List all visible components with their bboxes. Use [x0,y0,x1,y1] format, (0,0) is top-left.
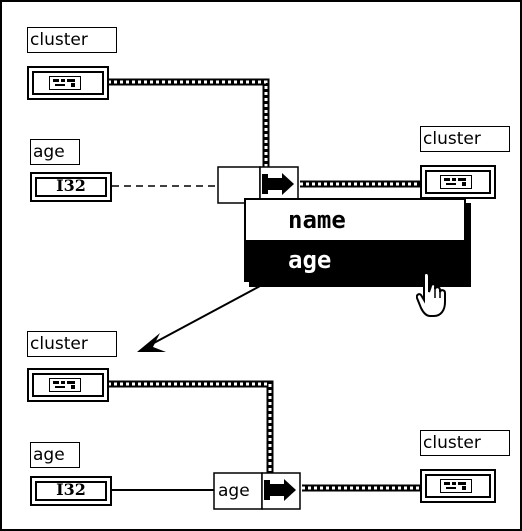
cluster-terminal-icon [440,479,472,493]
i32-type-label: I32 [56,176,86,195]
cluster-output-label-bottom: cluster [420,430,510,456]
age-control-bottom[interactable]: I32 [30,476,112,506]
cluster-terminal-icon [49,378,81,392]
hand-pointer-icon [416,272,446,317]
cluster-output-label-top: cluster [420,126,510,152]
cluster-control-top[interactable] [27,66,109,100]
transition-arrow-icon [137,284,263,352]
cluster-wire-bottom-in[interactable] [108,380,274,478]
cluster-input-label-top: cluster [27,27,117,53]
age-input-label-bottom: age [30,442,80,468]
age-control-top[interactable]: I32 [30,172,112,202]
element-name-popup-menu[interactable]: name age [244,198,466,282]
menu-item-age[interactable]: age [246,240,464,280]
age-input-label-top: age [30,139,80,165]
cluster-indicator-bottom[interactable] [420,469,496,503]
bundler-element-label: age [216,479,260,503]
cluster-input-label-bottom: cluster [27,331,117,357]
bundle-by-name-node-top[interactable] [217,166,299,204]
menu-item-name[interactable]: name [288,206,346,234]
cluster-terminal-icon [49,76,81,90]
cluster-terminal-icon [440,175,472,189]
cluster-wire-top-in[interactable] [108,78,270,172]
cluster-control-bottom[interactable] [27,368,109,402]
i32-type-label: I32 [56,480,86,499]
